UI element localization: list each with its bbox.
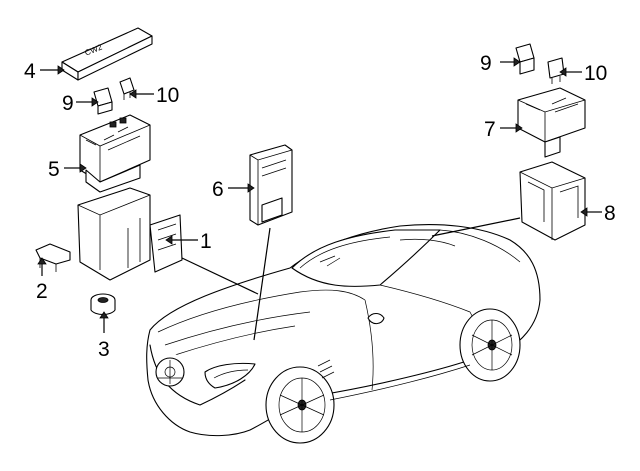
relay-box	[517, 87, 586, 158]
callout-9-right: 9	[480, 52, 492, 75]
mounting-tray	[519, 161, 586, 241]
control-unit-housing	[77, 187, 183, 281]
fuse-box	[79, 114, 151, 193]
fuse-box-cover: CW2	[61, 27, 153, 81]
callout-10-right: 10	[584, 62, 607, 85]
callout-6: 6	[212, 178, 224, 201]
callout-8: 8	[604, 202, 616, 225]
callout-7: 7	[484, 118, 496, 141]
arrowheads	[37, 57, 588, 319]
car-illustration	[146, 224, 541, 444]
small-bracket	[35, 243, 71, 272]
callout-3: 3	[98, 338, 110, 361]
callout-10-left: 10	[156, 84, 179, 107]
grommet	[90, 293, 116, 316]
callout-2: 2	[36, 280, 48, 303]
callout-4: 4	[24, 60, 36, 83]
callout-5: 5	[48, 158, 60, 181]
fuse-left	[119, 77, 135, 100]
control-module	[249, 144, 293, 226]
callout-9-left: 9	[62, 92, 74, 115]
leader-lines	[40, 61, 602, 341]
callout-1: 1	[200, 230, 212, 253]
relay-right	[515, 43, 535, 75]
callout-labels: 4 9 10 5 1 2 3 6 9 10 7 8	[24, 52, 616, 361]
